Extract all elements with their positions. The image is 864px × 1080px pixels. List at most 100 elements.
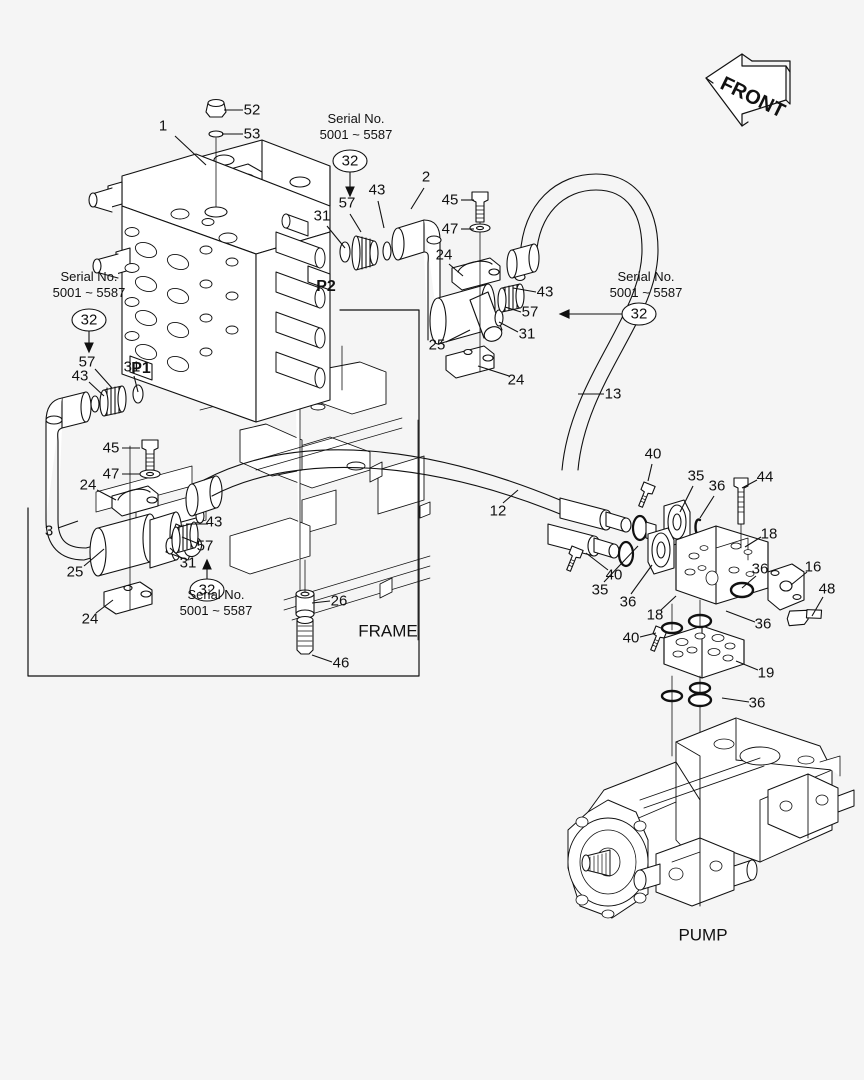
- serial-note-title: Serial No.: [327, 110, 385, 126]
- port-label-p2: P2: [316, 278, 336, 295]
- front-arrow-icon: [705, 53, 791, 127]
- serial-callout-arrowhead: [84, 342, 94, 354]
- part-44-bolt: [733, 477, 749, 549]
- callout-leader: [57, 520, 79, 529]
- callout-number-47: 47: [102, 465, 120, 483]
- callout-number-18: 18: [646, 606, 664, 624]
- callout-leader: [647, 463, 653, 482]
- p2-fitting-stack: [339, 219, 442, 341]
- callout-leader: [96, 489, 117, 501]
- callout-leader: [504, 306, 522, 313]
- hose-3: [45, 517, 197, 561]
- callout-leader: [679, 485, 694, 513]
- part-46-bolt: [296, 615, 314, 655]
- callout-number-36: 36: [748, 694, 766, 712]
- serial-note-range: 5001 ~ 5587: [319, 127, 393, 142]
- callout-number-57: 57: [196, 537, 214, 555]
- serial-callout-number: 32: [630, 305, 648, 323]
- group-label-frame: FRAME: [358, 621, 418, 641]
- serial-note-range: 5001 ~ 5587: [52, 285, 126, 300]
- callout-number-46: 46: [332, 654, 350, 672]
- serial-note-right: Serial No.5001 ~ 5587: [610, 269, 683, 302]
- adapter-plates-19: [660, 599, 745, 761]
- callout-leader: [349, 213, 362, 233]
- callout-leader: [326, 225, 346, 249]
- callout-leader: [377, 200, 385, 229]
- callout-number-43: 43: [536, 283, 554, 301]
- callout-number-18: 18: [760, 525, 778, 543]
- callout-number-45: 45: [441, 191, 459, 209]
- callout-number-25: 25: [428, 336, 446, 354]
- callout-leader: [660, 595, 677, 611]
- callout-number-24: 24: [81, 610, 99, 628]
- callout-number-36: 36: [619, 593, 637, 611]
- callout-number-19: 19: [757, 664, 775, 682]
- center-clamp-assembly: [429, 243, 540, 379]
- serial-note-title: Serial No.: [187, 586, 245, 602]
- callout-number-57: 57: [78, 353, 96, 371]
- callout-leader: [603, 545, 639, 583]
- callout-number-24: 24: [435, 246, 453, 264]
- main-control-valve: [88, 139, 331, 423]
- callout-leader: [88, 381, 105, 397]
- callout-leader: [169, 547, 183, 560]
- callout-number-35: 35: [591, 581, 609, 599]
- serial-callout-arrowhead: [345, 186, 355, 198]
- part-26-bushing: [295, 589, 315, 619]
- callout-leader: [790, 571, 808, 586]
- group-label-pump: PUMP: [678, 925, 728, 945]
- serial-note-left: Serial No.5001 ~ 5587: [53, 269, 126, 302]
- callout-number-52: 52: [243, 101, 261, 119]
- callout-leader: [741, 575, 757, 589]
- serial-note-title: Serial No.: [617, 268, 675, 284]
- callout-leader: [498, 321, 519, 333]
- manifold-block-18: [675, 525, 769, 605]
- callout-leader: [735, 660, 759, 671]
- callout-number-47: 47: [441, 220, 459, 238]
- serial-note-range: 5001 ~ 5587: [179, 603, 253, 618]
- callout-number-48: 48: [818, 580, 836, 598]
- part-16-flange: [767, 563, 805, 611]
- callout-number-45: 45: [102, 439, 120, 457]
- callout-number-31: 31: [313, 207, 331, 225]
- callout-number-53: 53: [243, 125, 261, 143]
- callout-number-31: 31: [123, 358, 141, 376]
- serial-note-top: Serial No.5001 ~ 5587: [320, 111, 393, 144]
- serial-callout-arrowhead: [202, 558, 212, 570]
- callout-number-3: 3: [44, 522, 54, 540]
- callout-leader: [83, 548, 105, 567]
- part-52-plug: [205, 98, 227, 118]
- serial-note-range: 5001 ~ 5587: [609, 285, 683, 300]
- callout-leader: [741, 479, 758, 489]
- callout-number-16: 16: [804, 558, 822, 576]
- callout-leader: [448, 263, 464, 277]
- callout-leader: [174, 135, 207, 166]
- callout-number-43: 43: [368, 181, 386, 199]
- callout-number-31: 31: [518, 325, 536, 343]
- callout-leader: [181, 536, 200, 545]
- callout-leader: [311, 600, 331, 604]
- hose-13: [519, 173, 659, 471]
- callout-leader: [311, 654, 333, 663]
- callout-leader: [94, 368, 113, 389]
- callout-number-1: 1: [158, 117, 168, 135]
- callout-number-13: 13: [604, 385, 622, 403]
- callout-number-35: 35: [687, 467, 705, 485]
- p1-fitting-stack: [45, 384, 144, 521]
- callout-number-40: 40: [644, 445, 662, 463]
- callout-number-25: 25: [66, 563, 84, 581]
- callout-number-31: 31: [179, 554, 197, 572]
- callout-number-36: 36: [708, 477, 726, 495]
- callout-number-26: 26: [330, 592, 348, 610]
- callout-number-40: 40: [622, 629, 640, 647]
- port-label-p1: P1: [131, 360, 151, 377]
- callout-number-43: 43: [205, 513, 223, 531]
- serial-note-title: Serial No.: [60, 268, 118, 284]
- pump-assembly: [567, 717, 855, 919]
- callout-leader: [477, 365, 510, 377]
- part-45-bolt-center: [471, 191, 489, 223]
- callout-number-24: 24: [79, 476, 97, 494]
